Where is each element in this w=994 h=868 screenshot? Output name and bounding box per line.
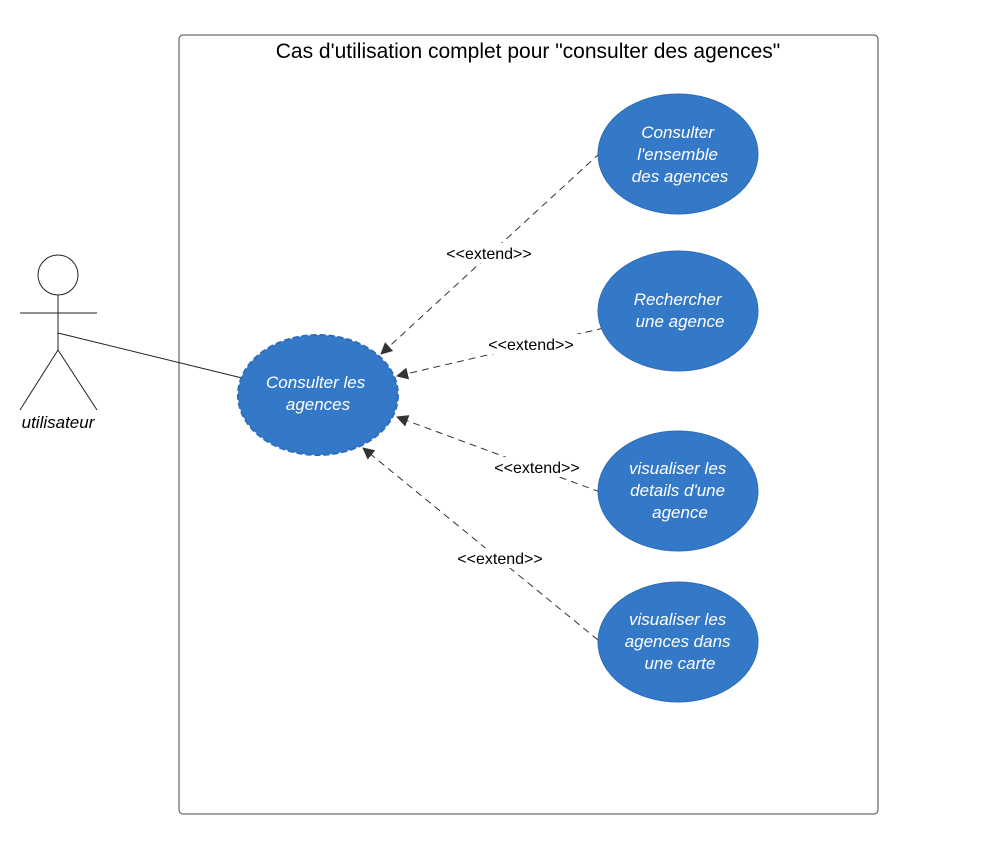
extend-label: <<extend>> (488, 337, 573, 354)
use-case-label: une agence (636, 312, 725, 331)
use-case-label: Rechercher (634, 290, 723, 309)
svg-text:Consulter l'ensemble: Consulter l'ensemble des agences (632, 123, 729, 186)
main-use-case[interactable]: Consulter les agences (237, 334, 399, 456)
actor-label: utilisateur (22, 413, 96, 432)
svg-text:Consulter les agences: Consulter les agences (266, 373, 370, 414)
use-case-label: visualiser les (629, 610, 727, 629)
main-use-case-label: Consulter les (266, 373, 366, 392)
actor-icon (19, 254, 98, 411)
use-case-label: agences dans (625, 632, 731, 651)
svg-text:Rechercher une agence: Rechercher une agence (634, 290, 727, 331)
use-case-visualiser-details[interactable]: visualiser les details d'une agence (597, 430, 759, 552)
system-boundary (178, 34, 879, 815)
use-case-label: visualiser les (629, 459, 727, 478)
extend-arrow (396, 415, 601, 493)
extend-label: <<extend>> (494, 460, 579, 477)
use-case-label: des agences (632, 167, 729, 186)
use-case-rechercher[interactable]: Rechercher une agence (597, 250, 759, 372)
extend-label: <<extend>> (446, 246, 531, 263)
main-use-case-label: agences (286, 395, 351, 414)
use-case-label: details d'une (630, 481, 725, 500)
svg-text:visualiser les details d: visualiser les details d'une agence (629, 459, 731, 522)
relation-labels: <<extend>> <<extend>> <<extend>> <<exten… (440, 243, 586, 568)
association-line (57, 332, 243, 379)
use-case-label: agence (652, 503, 708, 522)
extend-arrow (362, 447, 599, 641)
extend-label: <<extend>> (457, 551, 542, 568)
diagram-title: Cas d'utilisation complet pour "consulte… (276, 40, 781, 63)
use-case-label: une carte (645, 654, 716, 673)
svg-text:visualiser les agences d: visualiser les agences dans une carte (625, 610, 736, 673)
use-case-visualiser-carte[interactable]: visualiser les agences dans une carte (597, 581, 759, 703)
use-case-consulter-ensemble[interactable]: Consulter l'ensemble des agences (597, 93, 759, 215)
use-case-label: Consulter (641, 123, 715, 142)
use-case-label: l'ensemble (637, 145, 718, 164)
